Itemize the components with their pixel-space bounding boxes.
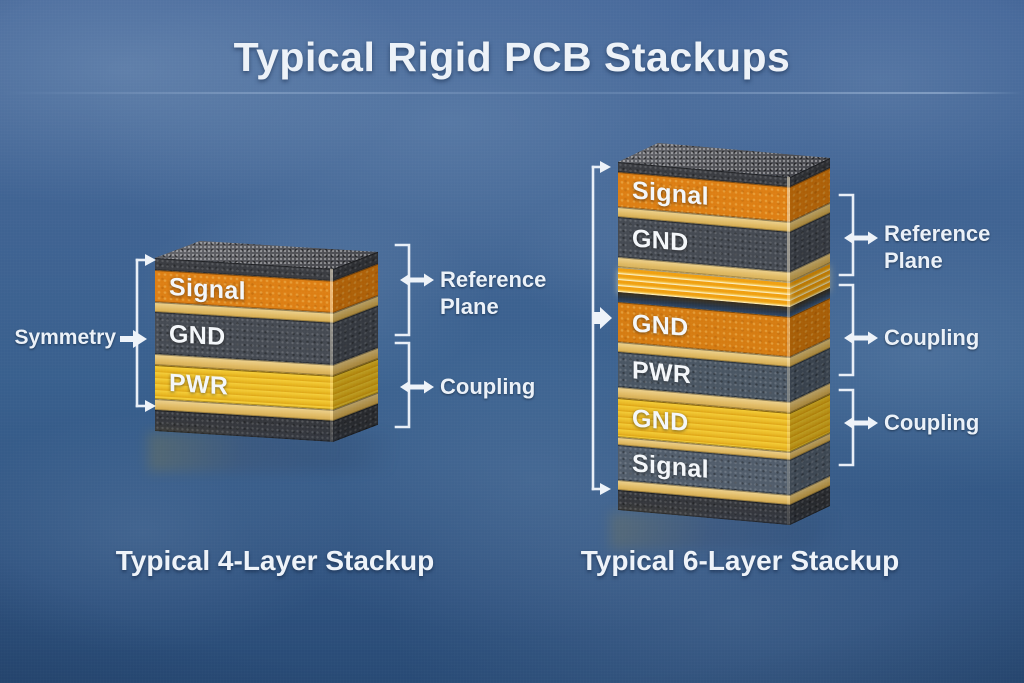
page-title: Typical Rigid PCB Stackups bbox=[233, 34, 791, 80]
caption-4layer: Typical 4-Layer Stackup bbox=[115, 545, 435, 576]
double-arrow-icon bbox=[844, 416, 878, 430]
annotation-coupling: Coupling bbox=[884, 410, 980, 435]
symmetry-label: Symmetry bbox=[14, 326, 116, 349]
layer-label: Signal bbox=[632, 449, 709, 484]
stack6-front-face: Signal GND GND PWR GND Signal bbox=[618, 162, 790, 526]
annotation-reference-plane: Reference Plane bbox=[884, 221, 991, 273]
double-arrow-icon bbox=[400, 380, 434, 394]
stack4-front-face: Signal GND PWR bbox=[155, 258, 333, 442]
symmetry-arrow-icon bbox=[120, 330, 147, 348]
symmetry-bracket-6layer bbox=[591, 161, 612, 495]
layer-label: PWR bbox=[632, 356, 692, 390]
annotation-reference-plane: Reference Plane bbox=[440, 267, 547, 319]
reference-plane-bracket bbox=[394, 243, 411, 337]
stack6-right-face bbox=[790, 158, 830, 525]
annotation-coupling: Coupling bbox=[884, 325, 980, 350]
title-separator-line bbox=[0, 92, 1024, 94]
caption-6layer: Typical 6-Layer Stackup bbox=[580, 545, 900, 576]
double-arrow-icon bbox=[400, 273, 434, 287]
double-arrow-icon bbox=[844, 231, 878, 245]
layer-label: GND bbox=[632, 404, 689, 438]
stack4-right-face bbox=[333, 251, 378, 442]
layer-label: Signal bbox=[632, 176, 709, 211]
layer-label: GND bbox=[632, 223, 689, 257]
layer-label: GND bbox=[632, 308, 689, 342]
layer-label: PWR bbox=[169, 368, 229, 400]
double-arrow-icon bbox=[844, 331, 878, 345]
layer-label: GND bbox=[169, 319, 226, 351]
symmetry-arrow-icon bbox=[593, 307, 612, 329]
annotation-coupling: Coupling bbox=[440, 374, 536, 399]
layer-label: Signal bbox=[169, 272, 246, 306]
